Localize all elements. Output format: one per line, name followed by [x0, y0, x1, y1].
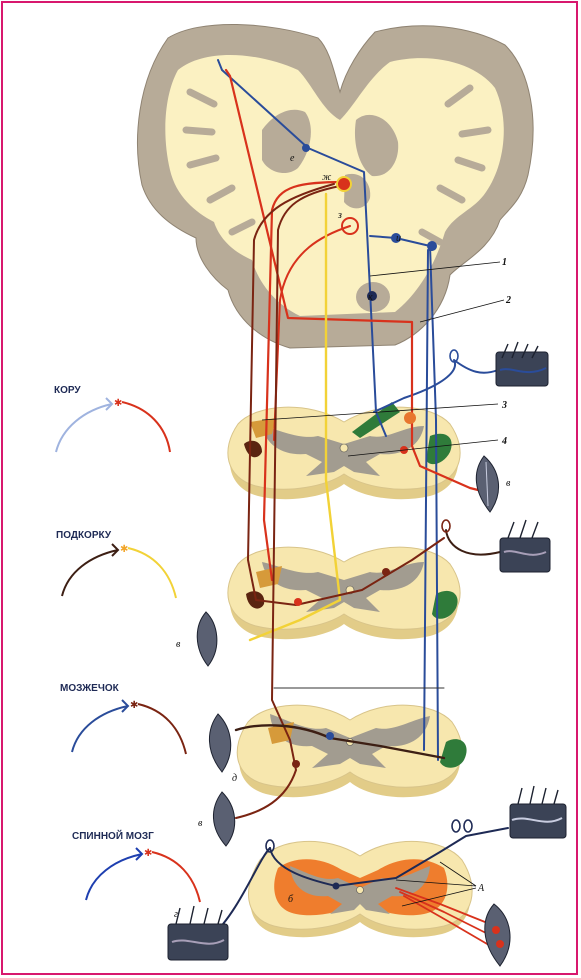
- label-a: А: [477, 883, 485, 894]
- muscle-spindle-2: [197, 612, 217, 666]
- neuron-e: [302, 144, 310, 152]
- label-z: з: [337, 210, 342, 221]
- label-zh: ж: [322, 172, 332, 183]
- label-1: 1: [502, 257, 507, 268]
- cord-segment-3: [237, 705, 462, 797]
- label-v-2: в: [176, 639, 181, 650]
- muscle-spindle-5: [485, 904, 510, 966]
- svg-text:✱: ✱: [144, 848, 152, 859]
- legend-spinal-cord-label: СПИННОЙ МОЗГ: [72, 829, 154, 842]
- neuron-seg3-brown: [292, 760, 300, 768]
- label-d: д: [232, 773, 237, 784]
- legend-cortex-label: КОРУ: [54, 385, 81, 396]
- label-2: 2: [505, 295, 511, 306]
- legend-cortex: КОРУ ✱: [54, 385, 170, 452]
- legend-subcortex-label: ПОДКОРКУ: [56, 530, 112, 541]
- label-k: к: [368, 292, 373, 303]
- neuron-seg2-red: [294, 598, 302, 606]
- cord-segment-4: [248, 841, 472, 937]
- neuron-seg1-red: [404, 412, 416, 424]
- neuron-zh: [337, 177, 351, 191]
- legend-subcortex: ПОДКОРКУ ✱: [56, 530, 176, 598]
- label-g: г: [174, 909, 178, 920]
- label-v-1: в: [506, 478, 511, 489]
- svg-text:✱: ✱: [120, 544, 128, 555]
- neuron-cerebellar: [427, 241, 437, 251]
- label-3: 3: [501, 400, 507, 411]
- neuron-seg3-blue: [326, 732, 334, 740]
- muscle-spindle-3: [209, 714, 230, 772]
- legend-cerebellum-label: МОЗЖЕЧОК: [60, 683, 120, 694]
- muscle-spindle-1: [476, 456, 498, 512]
- skin-receptor-2: [500, 520, 550, 572]
- legend-cerebellum: МОЗЖЕЧОК ✱: [60, 683, 186, 754]
- legend-spinal-cord: СПИННОЙ МОЗГ ✱: [72, 829, 200, 902]
- label-v-3: в: [198, 818, 203, 829]
- label-i: и: [396, 233, 401, 244]
- neuron-seg4: [333, 883, 340, 890]
- label-4: 4: [501, 436, 507, 447]
- brown-afferent-seg2: [446, 530, 500, 555]
- svg-text:✱: ✱: [130, 700, 138, 711]
- skin-receptor-3: [510, 786, 566, 838]
- skin-receptor-1: [496, 342, 548, 386]
- neuron-seg2-brown: [382, 568, 390, 576]
- muscle-spindle-4: [213, 792, 234, 846]
- svg-text:✱: ✱: [114, 398, 122, 409]
- label-e: е: [290, 153, 295, 164]
